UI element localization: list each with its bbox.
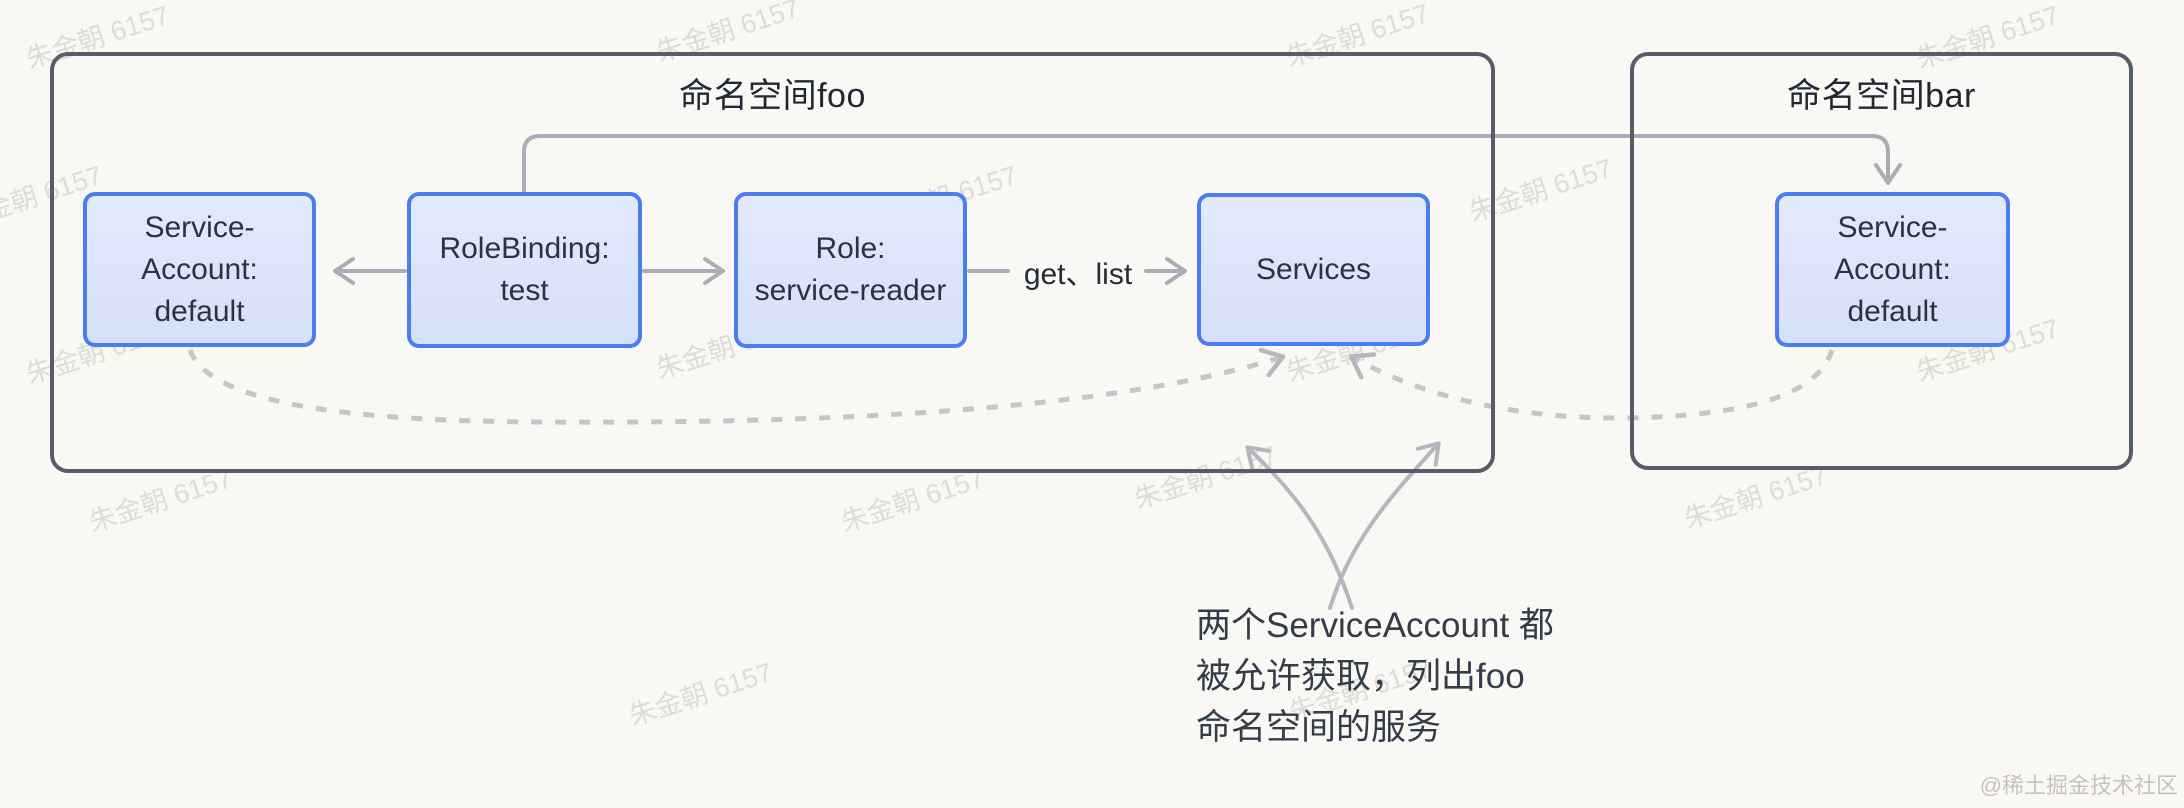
namespace-foo-box: 命名空间foo — [50, 52, 1495, 473]
namespace-bar-title: 命名空间bar — [1787, 77, 1976, 115]
namespace-foo-title: 命名空间foo — [679, 77, 866, 115]
node-role-binding: RoleBinding: test — [407, 192, 642, 348]
node-service-account-bar: Service- Account: default — [1775, 192, 2010, 347]
node-service-account-foo: Service- Account: default — [83, 192, 316, 347]
edge-label-get-list: get、list — [1023, 258, 1133, 291]
attribution-text: @稀土掘金技术社区 — [1979, 773, 2178, 798]
annotation-text: 两个ServiceAccount 都 被允许获取，列出foo 命名空间的服务 — [1196, 606, 1554, 747]
fork-arrow-left — [1245, 445, 1354, 610]
namespace-bar-box: 命名空间bar — [1630, 52, 2133, 470]
dashed-sa-bar-to-services — [1348, 349, 1835, 421]
node-role: Role: service-reader — [734, 192, 967, 348]
fork-arrow-right — [1328, 441, 1441, 610]
node-services: Services — [1197, 193, 1430, 346]
dashed-sa-foo-to-services — [187, 347, 1286, 425]
arrow-rolebinding-to-sa-bar — [522, 134, 1902, 195]
